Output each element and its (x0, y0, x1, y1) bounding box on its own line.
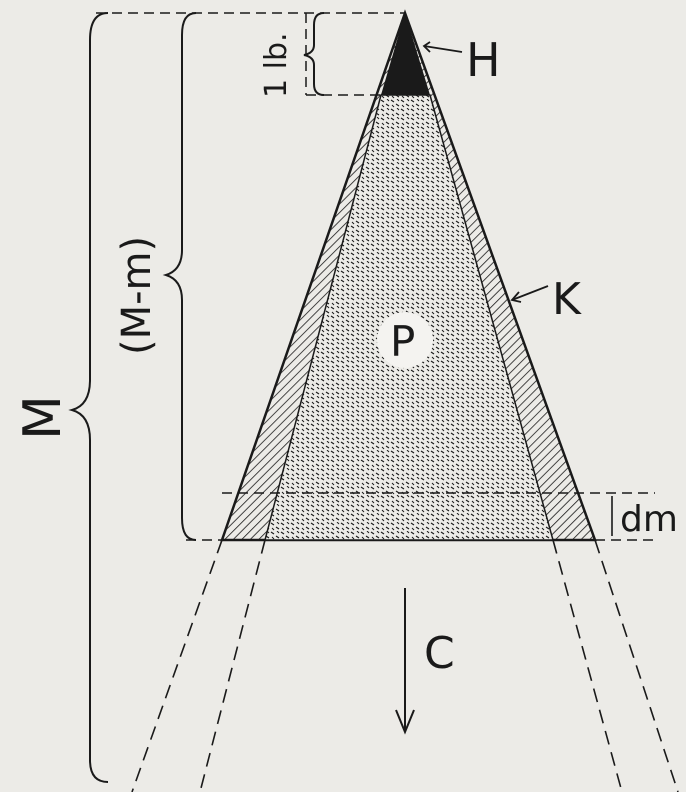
guide-dashed-lines (96, 12, 655, 541)
label-m: M (13, 395, 73, 440)
tip-h (381, 13, 430, 95)
label-m-minus-m: (M-m) (114, 236, 160, 355)
label-dm: dm (620, 499, 678, 540)
arrow-c (395, 588, 415, 735)
label-k: K (552, 274, 582, 325)
label-p: P (390, 317, 415, 366)
brace-1-lb (303, 12, 325, 96)
extension-dashed-lines (131, 539, 679, 792)
label-p-disc (377, 312, 433, 368)
brace-m-minus-m (162, 12, 197, 541)
label-h: H (466, 33, 501, 87)
label-c: C (424, 628, 455, 679)
brace-m (68, 12, 109, 783)
leader-h (422, 41, 463, 53)
leader-k (510, 285, 549, 303)
label-1-lb: 1 lb. (259, 32, 294, 98)
